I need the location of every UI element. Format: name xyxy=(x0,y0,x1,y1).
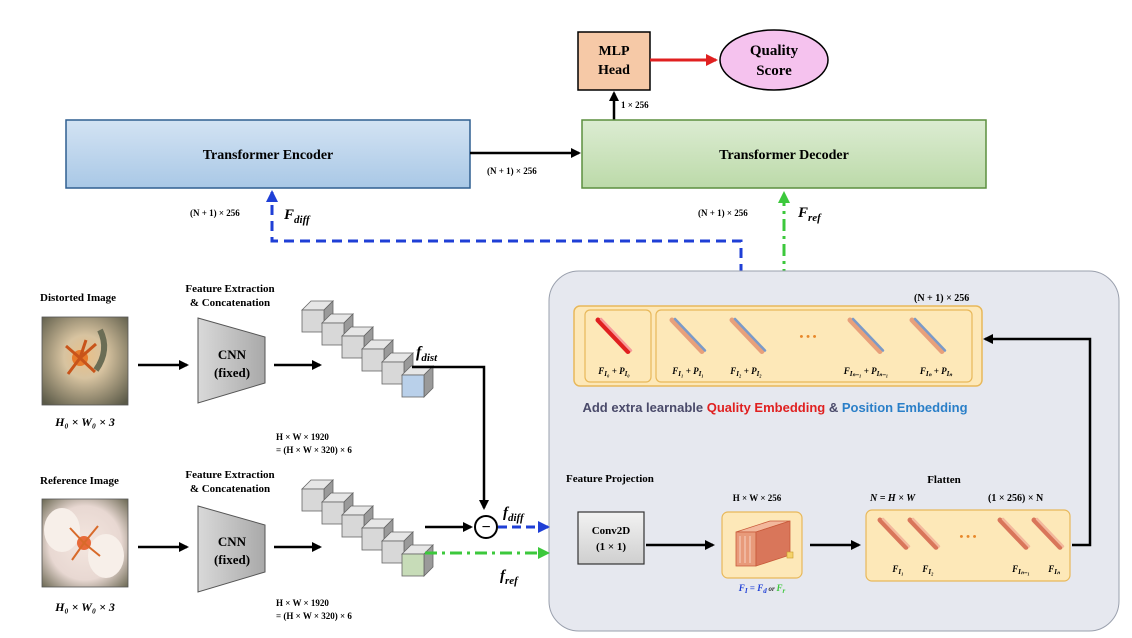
distorted-title: Distorted Image xyxy=(40,292,116,304)
dim-dec-in-label: (N + 1) × 256 xyxy=(698,208,748,218)
feature-projection-title: Feature Projection xyxy=(566,473,654,485)
quality-score-label-1: Quality xyxy=(750,43,799,59)
distorted-feat-dim-1: H × W × 1920 xyxy=(276,432,329,442)
flatten-stick-2 xyxy=(907,517,941,550)
reference-cnn-label-2: (fixed) xyxy=(214,552,250,567)
reference-feat-dim-2: = (H × W × 320) × 6 xyxy=(276,611,352,621)
token-label-3: FIₙ₋₁ + PIₙ₋₁ xyxy=(843,366,888,378)
flatten-stick-4 xyxy=(1031,517,1065,550)
f-diff-upper-label: Fdiff xyxy=(283,207,311,226)
flatten-stick-1 xyxy=(877,517,911,550)
patch-token-stick-3 xyxy=(847,317,885,354)
flatten-ellipsis: • • • xyxy=(959,531,976,543)
fdist-to-subtract-arrow xyxy=(412,365,489,510)
distorted-cnn: CNN (fixed) xyxy=(197,317,266,404)
f-ref-upper-label: Fref xyxy=(797,205,822,224)
flatten-to-tokens-arrow xyxy=(983,334,1092,547)
flatten-label-4: FIₙ xyxy=(1047,564,1061,576)
patch-token-stick-4 xyxy=(909,317,947,354)
transformer-encoder-block: Transformer Encoder xyxy=(65,119,471,189)
encoder-label: Transformer Encoder xyxy=(203,148,334,163)
reference-title: Reference Image xyxy=(40,475,119,487)
flatten-dim-label: (1 × 256) × N xyxy=(988,493,1044,504)
dim-mlp-label: 1 × 256 xyxy=(621,100,649,110)
embedding-dim-label: (N + 1) × 256 xyxy=(914,293,969,304)
quality-score-label-2: Score xyxy=(756,63,792,79)
flatten-sticks xyxy=(877,517,1065,550)
mlp-head-label-1: MLP xyxy=(598,44,630,59)
projected-feature-cube xyxy=(721,511,803,579)
f-diff-lower-label: fdiff xyxy=(503,505,525,524)
conv2d-block: Conv2D (1 × 1) xyxy=(577,511,645,565)
f-dist-label: fdist xyxy=(416,344,438,364)
embedding-caption: Add extra learnable Quality Embedding & … xyxy=(582,400,967,415)
token-label-2: FI₂ + PI₂ xyxy=(729,366,762,378)
distorted-fe-2: & Concatenation xyxy=(190,297,270,309)
distorted-image xyxy=(41,316,129,406)
distorted-feature-cube-6 xyxy=(401,365,434,398)
subtract-node: − xyxy=(474,515,498,539)
distorted-feat-dim-2: = (H × W × 320) × 6 xyxy=(276,445,352,455)
flatten-label-2: FI₂ xyxy=(921,564,934,576)
reference-fe-2: & Concatenation xyxy=(190,483,270,495)
reference-feature-cube-1 xyxy=(301,479,334,512)
quality-token-box xyxy=(584,309,652,383)
quality-score-node: Quality Score xyxy=(719,29,829,91)
mlp-head-block: MLP Head xyxy=(577,31,651,91)
f-ref-lower-label: fref xyxy=(500,568,519,587)
conv2d-label-1: Conv2D xyxy=(592,525,631,537)
token-sticks xyxy=(595,317,947,354)
transformer-decoder-block: Transformer Decoder xyxy=(581,119,987,189)
distorted-fe-1: Feature Extraction xyxy=(185,283,274,295)
reference-feat-dim-1: H × W × 1920 xyxy=(276,598,329,608)
dim-enc-in-label: (N + 1) × 256 xyxy=(190,208,240,218)
conv2d-label-2: (1 × 1) xyxy=(596,541,626,553)
distorted-size-label: H₀ × W₀ × 3 xyxy=(54,415,115,429)
reference-cnn: CNN (fixed) xyxy=(197,505,266,593)
subtract-symbol: − xyxy=(481,519,490,536)
patch-tokens-box xyxy=(655,309,973,383)
distorted-cnn-label-1: CNN xyxy=(218,347,247,362)
reference-fe-1: Feature Extraction xyxy=(185,469,274,481)
decoder-label: Transformer Decoder xyxy=(719,148,849,163)
flatten-stick-3 xyxy=(997,517,1031,550)
distorted-feature-stack xyxy=(301,300,434,398)
reference-size-label: H₀ × W₀ × 3 xyxy=(54,600,115,614)
token-ellipsis: • • • xyxy=(799,331,816,343)
reference-feature-stack xyxy=(301,479,434,577)
patch-token-stick-2 xyxy=(729,317,767,354)
token-label-1: FI₁ + PI₁ xyxy=(671,366,704,378)
reference-feature-cube-6 xyxy=(401,544,434,577)
mlp-head-label-2: Head xyxy=(598,63,630,78)
token-label-4: FIₙ + PIₙ xyxy=(919,366,953,378)
flatten-label-3: FIₙ₋₁ xyxy=(1011,564,1030,576)
cube-dim-label: H × W × 256 xyxy=(733,493,782,503)
reference-image xyxy=(41,498,129,588)
flatten-title: Flatten xyxy=(927,474,961,486)
token-label-0: FI₀ + PI₀ xyxy=(597,366,630,378)
dim-enc-dec-label: (N + 1) × 256 xyxy=(487,166,537,176)
flatten-label-1: FI₁ xyxy=(891,564,903,576)
quality-token-stick xyxy=(595,317,633,354)
distorted-cnn-label-2: (fixed) xyxy=(214,365,250,380)
patch-token-stick-1 xyxy=(669,317,707,354)
flatten-n-label: N = H × W xyxy=(869,493,916,504)
reference-cnn-label-1: CNN xyxy=(218,534,247,549)
cube-caption: FI = Fd or Fr xyxy=(738,583,786,595)
